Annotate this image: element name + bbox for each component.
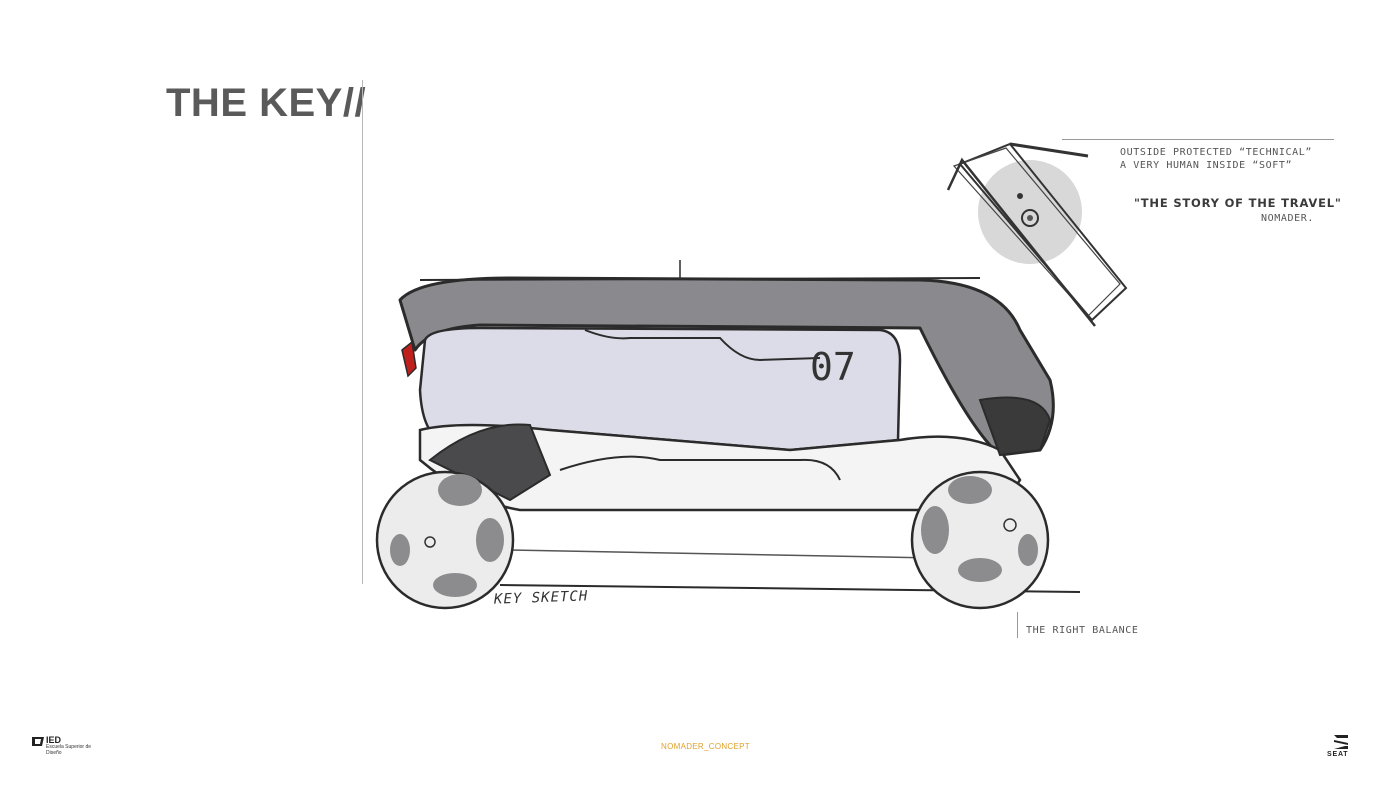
note-soft: A VERY HUMAN INSIDE “SOFT” — [1120, 160, 1293, 171]
note-technical: OUTSIDE PROTECTED “TECHNICAL” — [1120, 147, 1312, 158]
vehicle-sketch: 07 — [375, 142, 1128, 610]
notes-divider — [1062, 139, 1334, 140]
ied-logo: IED Escuela Superior de Diseño — [32, 735, 102, 759]
red-marker — [401, 340, 417, 378]
caption-divider — [1017, 612, 1018, 638]
slide-title: THE KEY// — [166, 81, 367, 125]
brand-note: NOMADER. — [1261, 213, 1314, 224]
caption-right-balance: THE RIGHT BALANCE — [1026, 625, 1139, 636]
vertical-divider — [362, 80, 363, 584]
project-name: NOMADER_CONCEPT — [661, 742, 750, 751]
front-wheel — [375, 470, 515, 610]
rear-wheel — [910, 470, 1050, 610]
ied-name: IED — [46, 735, 62, 745]
seat-s-icon — [1334, 735, 1348, 749]
ied-subtitle: Escuela Superior de Diseño — [46, 744, 92, 756]
vehicle-number: 07 — [810, 345, 856, 389]
seat-logo: SEAT — [1324, 734, 1358, 760]
story-quote: "THE STORY OF THE TRAVEL" — [1134, 196, 1342, 210]
vehicle-roof — [398, 276, 1055, 457]
sketch-label: KEY SKETCH — [493, 588, 589, 608]
key-fob-sketch — [946, 142, 1128, 327]
seat-wordmark: SEAT — [1327, 751, 1349, 758]
ied-mark-icon — [32, 737, 44, 746]
